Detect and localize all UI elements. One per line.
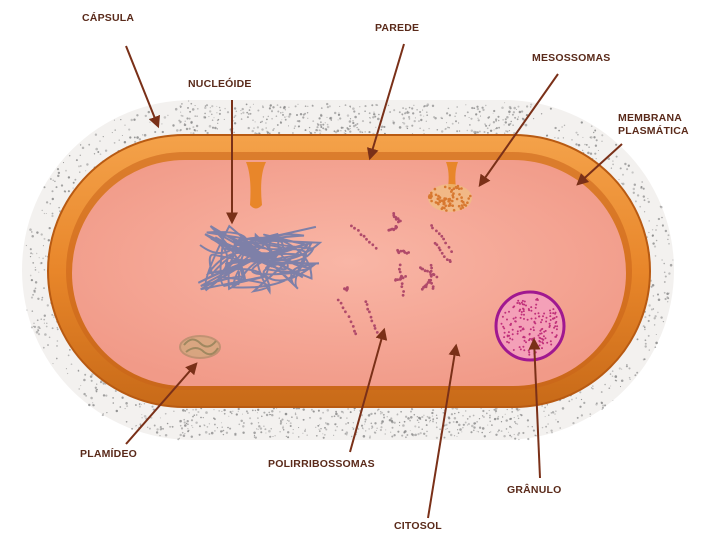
- label-membrana: MEMBRANA: [618, 112, 682, 125]
- plasmid: [180, 336, 220, 358]
- label-parede: PAREDE: [375, 22, 419, 35]
- label-polirribossomas: POLIRRIBOSSOMAS: [268, 458, 375, 471]
- mesosome: [428, 184, 472, 212]
- label-capsula: CÁPSULA: [82, 12, 134, 25]
- granule: [496, 292, 564, 360]
- label-nucleoide: NUCLEÓIDE: [188, 78, 252, 91]
- label-plasmideo: PLAMÍDEO: [80, 448, 137, 461]
- label-granulo: GRÂNULO: [507, 484, 561, 497]
- label-plasmatica: PLASMÁTICA: [618, 125, 689, 138]
- label-mesossomas: MESOSSOMAS: [532, 52, 610, 65]
- label-citosol: CITOSOL: [394, 520, 442, 533]
